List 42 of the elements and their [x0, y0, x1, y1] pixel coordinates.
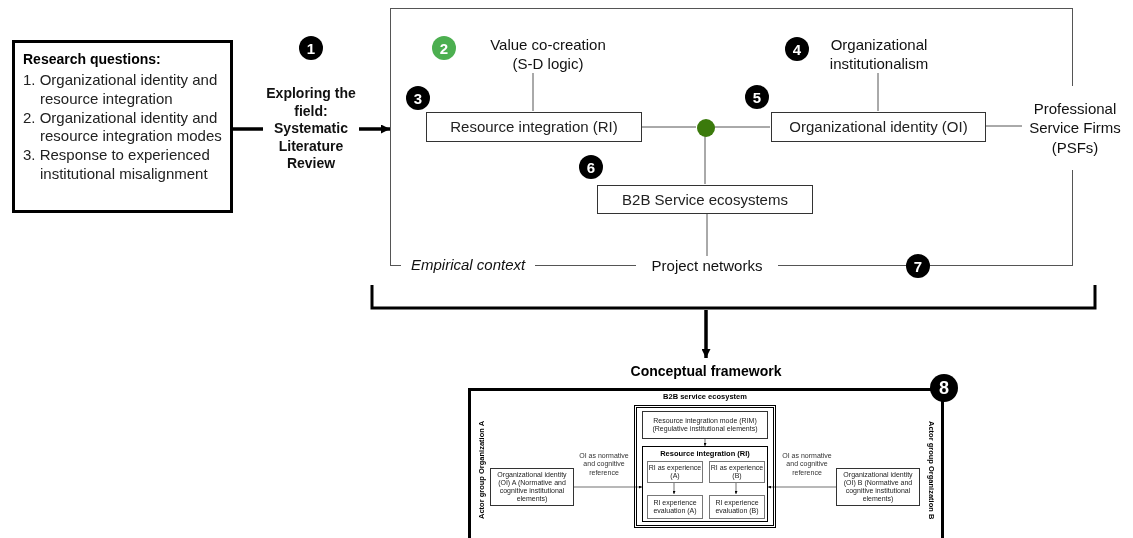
concept-label: Value co-creation (S-D logic) — [489, 34, 607, 74]
junction-dot — [697, 119, 715, 137]
concept-label: Project networks — [651, 256, 763, 276]
step-label: Exploring the field: Systematic Literature Review — [265, 85, 357, 173]
connector-line — [713, 126, 771, 128]
concept-box — [597, 185, 813, 214]
step-marker: 5 — [745, 85, 769, 109]
list-item: 2. Organizational identity and resource integration modes — [23, 108, 222, 146]
connector-line — [233, 127, 263, 131]
connector-line — [704, 135, 706, 185]
step-marker: 1 — [299, 36, 323, 60]
connector-line — [877, 72, 879, 112]
arrow — [359, 124, 390, 134]
concept-box — [647, 495, 703, 519]
concept-box — [836, 468, 920, 506]
connector-line — [984, 125, 1023, 127]
box-label: Resource integration (RI) — [450, 118, 618, 136]
step-marker: 7 — [906, 254, 930, 278]
concept-box — [642, 411, 768, 439]
framework-heading: Conceptual framework — [629, 362, 783, 381]
arrow — [701, 310, 711, 358]
concept-box — [490, 468, 574, 506]
step-marker: 6 — [579, 155, 603, 179]
box-label: B2B Service ecosystems — [622, 190, 788, 209]
concept-label: Organizational institutionalism — [828, 34, 930, 74]
concept-label: Professional Service Firms (PSFs) — [1028, 98, 1122, 158]
connector-line — [640, 126, 697, 128]
concept-box — [642, 446, 768, 522]
box-label: Organizational identity (OI) — [789, 118, 968, 136]
step-marker: 2 — [432, 36, 456, 60]
research-questions-box — [12, 40, 233, 213]
box-heading: Research questions: — [23, 51, 162, 67]
list-item: 1. Organizational identity and resource integration — [23, 71, 219, 109]
concept-box — [426, 112, 642, 142]
concept-box — [709, 495, 765, 519]
step-marker: 3 — [406, 86, 430, 110]
step-marker: 4 — [785, 37, 809, 61]
connector-line — [706, 212, 708, 257]
step-marker: 8 — [930, 374, 958, 402]
concept-box — [771, 112, 986, 142]
list-item: 3. Response to experienced institutional misalignment — [23, 146, 211, 184]
connector-line — [532, 72, 534, 112]
